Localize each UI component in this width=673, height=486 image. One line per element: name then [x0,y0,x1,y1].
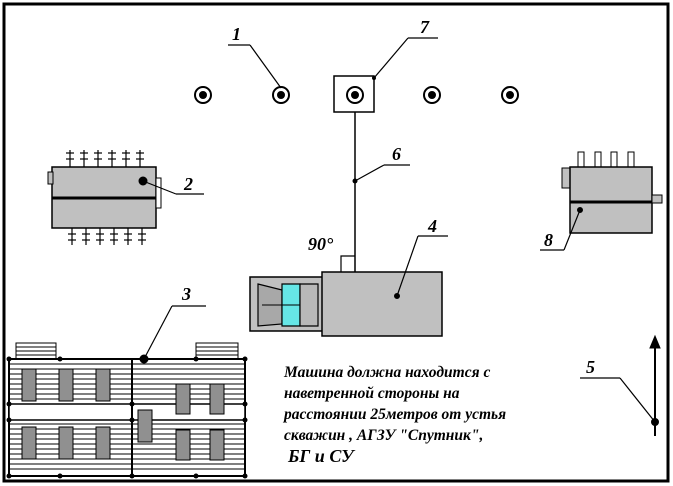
placement-note: Машина должна находится с наветренной ст… [284,362,584,467]
note-line-3: расстоянии 25метров от устья [284,404,584,425]
callout-6-label: 6 [392,144,401,164]
callout-1-label: 1 [232,24,241,44]
equipment-8 [540,152,662,250]
top-valves [66,150,144,168]
callout-2-label: 2 [183,174,193,194]
note-line-4: скважин , АГЗУ "Спутник", [284,425,584,446]
distance-line: 6 [353,112,411,272]
wellhead-icon [273,87,289,103]
equipment-2 [48,150,204,245]
callout-7: 7 [372,17,438,80]
building-3 [7,306,248,479]
note-line-1: Машина должна находится с [284,362,584,383]
wellhead-icon [424,87,440,103]
right-angle-mark [341,256,355,272]
callout-4-label: 4 [427,216,437,236]
note-line-5: БГ и СУ [284,446,584,467]
vehicle-4 [250,236,448,336]
callout-1: 1 [228,24,281,88]
callout-7-label: 7 [420,17,430,37]
note-line-2: наветренной стороны на [284,383,584,404]
wellhead-icon [502,87,518,103]
wellhead-row [195,87,518,103]
north-arrow-icon [580,336,660,436]
callout-8-label: 8 [544,230,553,250]
wellhead-icon [347,87,363,103]
callout-5-label: 5 [586,357,595,377]
angle-label: 90° [308,234,334,254]
callout-3-label: 3 [181,284,191,304]
wellhead-icon [195,87,211,103]
